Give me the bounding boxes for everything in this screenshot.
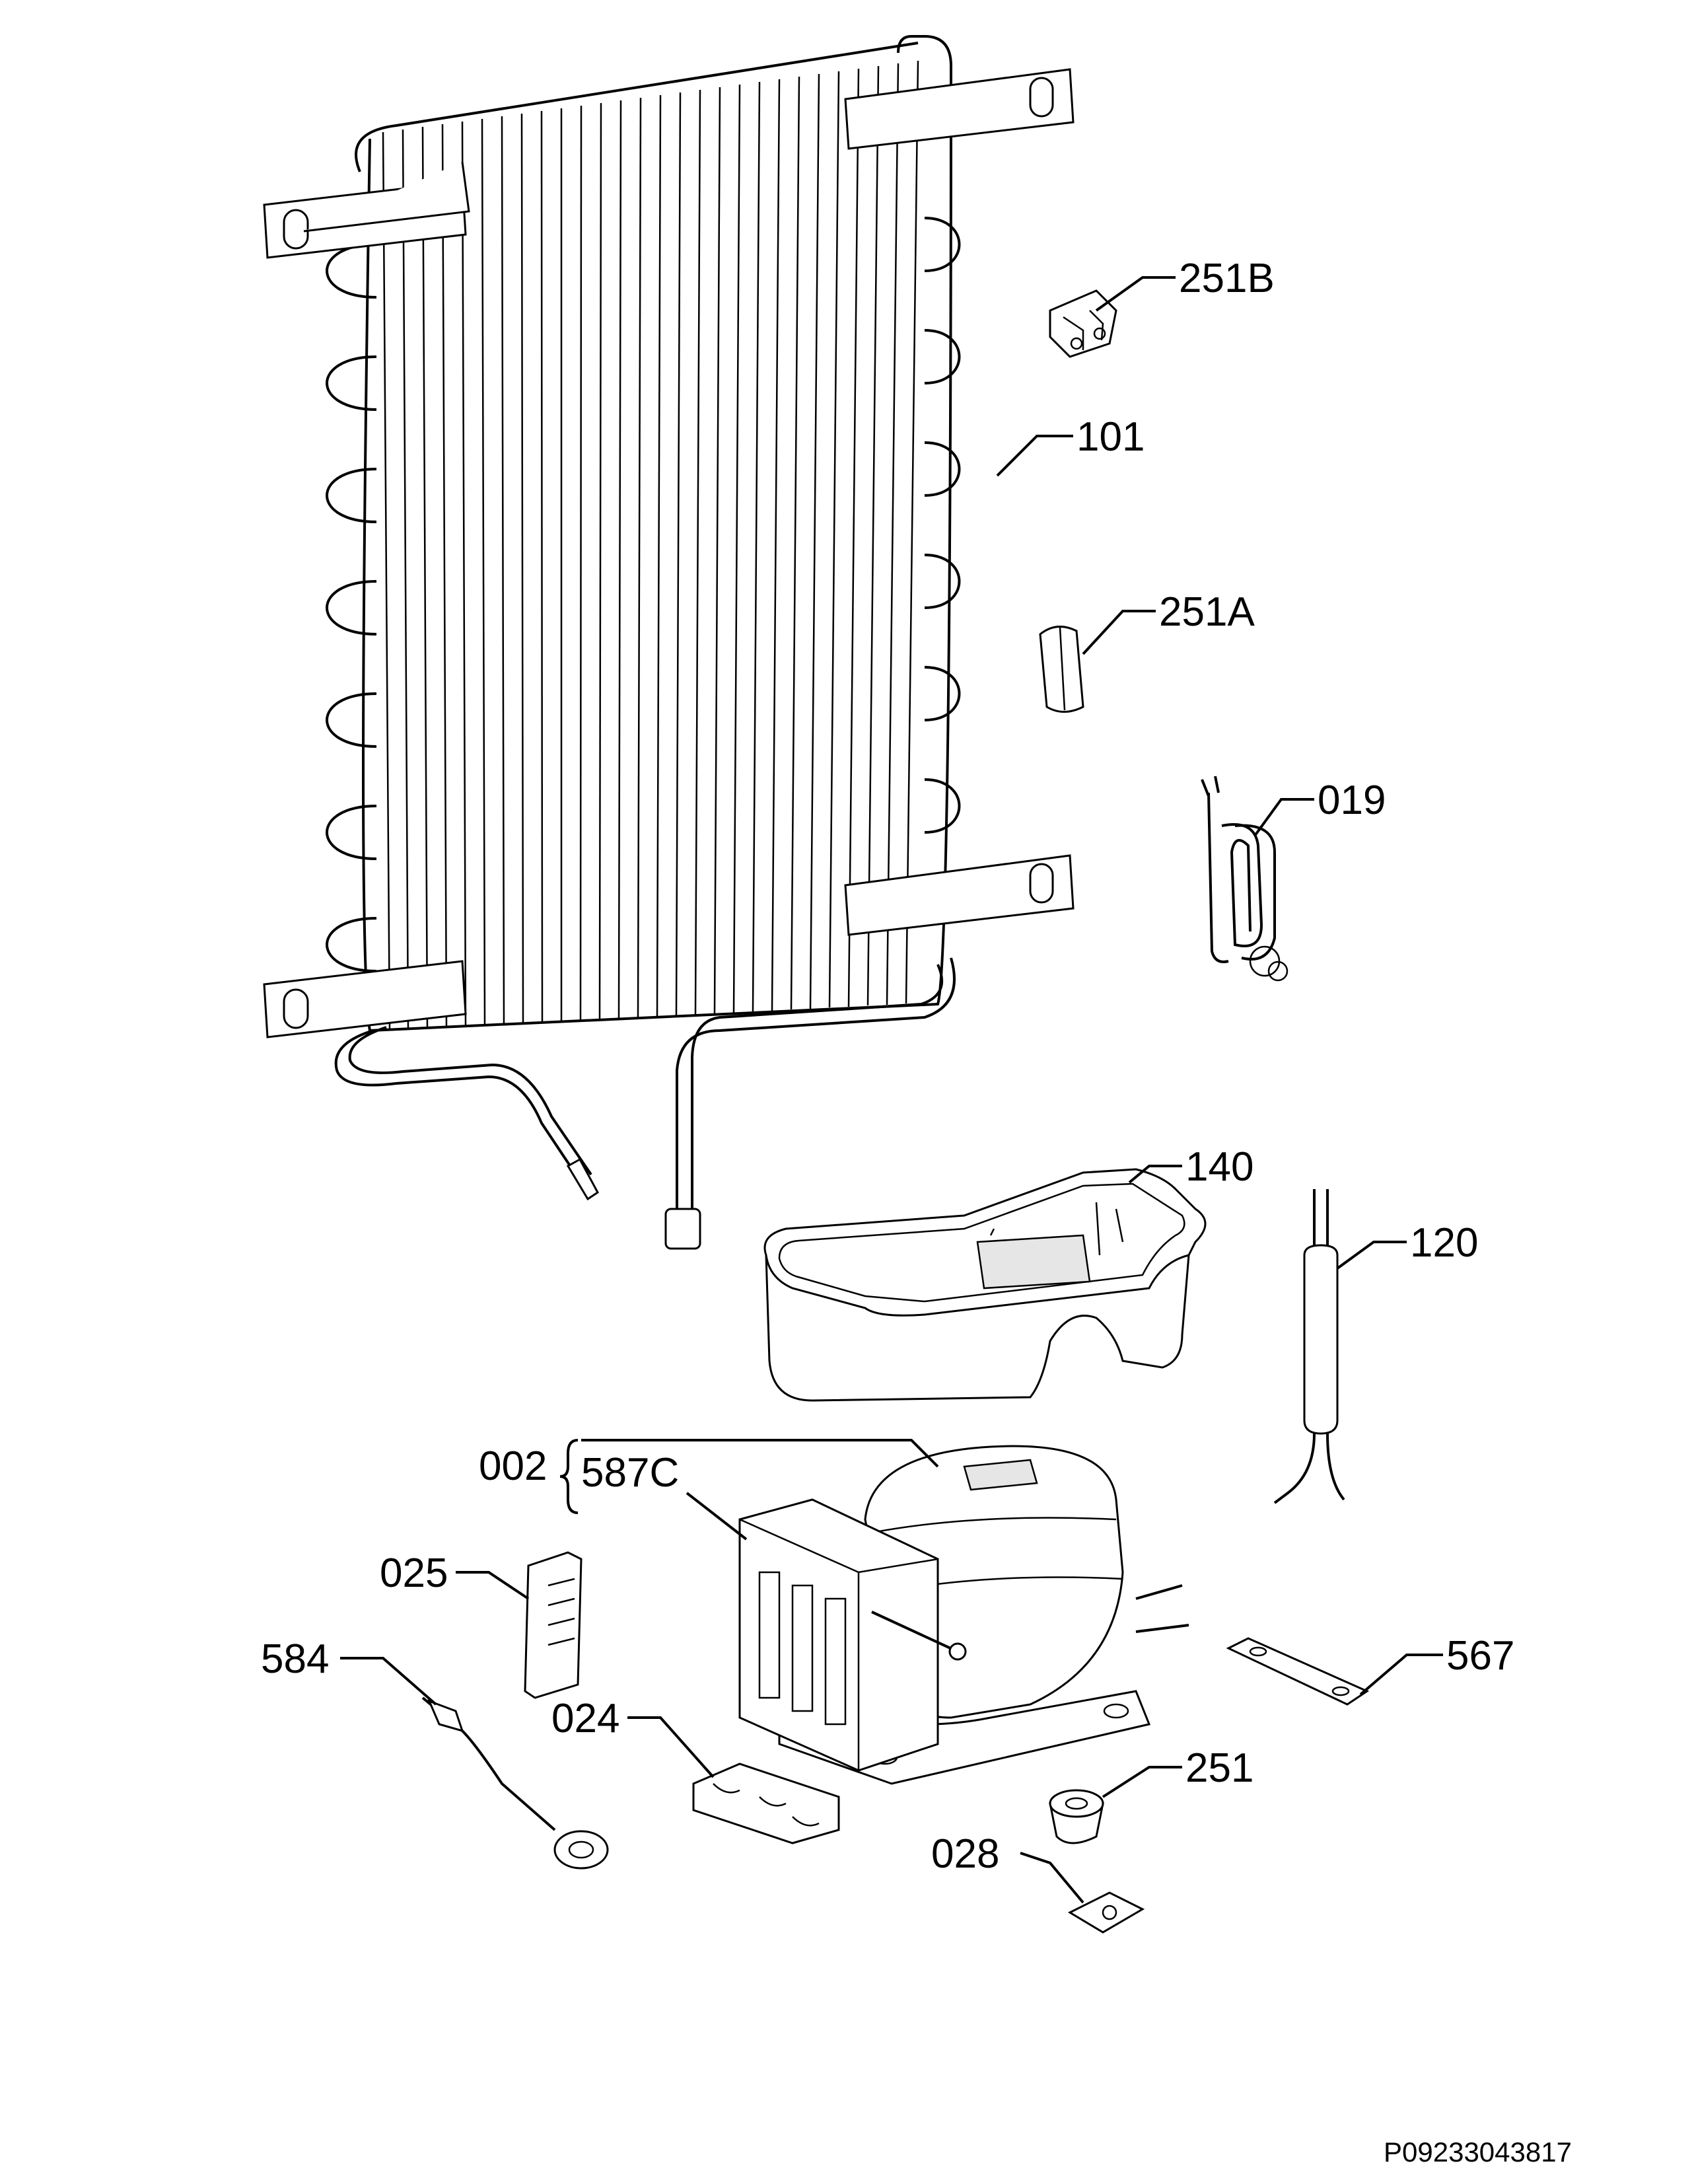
mounting-plate-567-drawing	[1226, 1637, 1370, 1706]
sleeve-251a-drawing	[1039, 626, 1084, 713]
relay-025-drawing	[524, 1551, 582, 1699]
callout-567: 567	[1446, 1633, 1514, 1679]
callout-251b: 251B	[1179, 256, 1275, 301]
callout-024: 024	[551, 1696, 619, 1741]
compressor-002-drawing	[738, 1445, 1189, 1785]
filter-drier-120-drawing	[1273, 1189, 1345, 1504]
condenser-coil	[263, 35, 1075, 1250]
document-code: P09233043817	[1384, 2136, 1572, 2167]
callout-101: 101	[1076, 414, 1145, 460]
callout-120: 120	[1410, 1220, 1478, 1266]
callout-002: 002	[479, 1443, 547, 1489]
callout-251a: 251A	[1159, 589, 1255, 635]
mounting-brackets	[263, 68, 1075, 1038]
heater-019-drawing	[1201, 776, 1288, 982]
clip-028-drawing	[1067, 1891, 1145, 1934]
drip-tray-140-drawing	[763, 1168, 1207, 1402]
callout-019: 019	[1318, 778, 1386, 823]
callout-140: 140	[1185, 1144, 1253, 1190]
ground-lead-584-drawing	[421, 1696, 609, 1870]
clip-251b-drawing	[1049, 289, 1117, 358]
grommet-251-drawing	[1049, 1789, 1104, 1844]
callout-028: 028	[931, 1831, 999, 1877]
callout-584: 584	[261, 1636, 329, 1682]
leader-lines	[340, 276, 1443, 1904]
callout-025: 025	[380, 1550, 448, 1596]
callout-587c: 587C	[581, 1450, 679, 1496]
cable-clip-024-drawing	[692, 1763, 840, 1844]
callout-251: 251	[1185, 1745, 1253, 1791]
